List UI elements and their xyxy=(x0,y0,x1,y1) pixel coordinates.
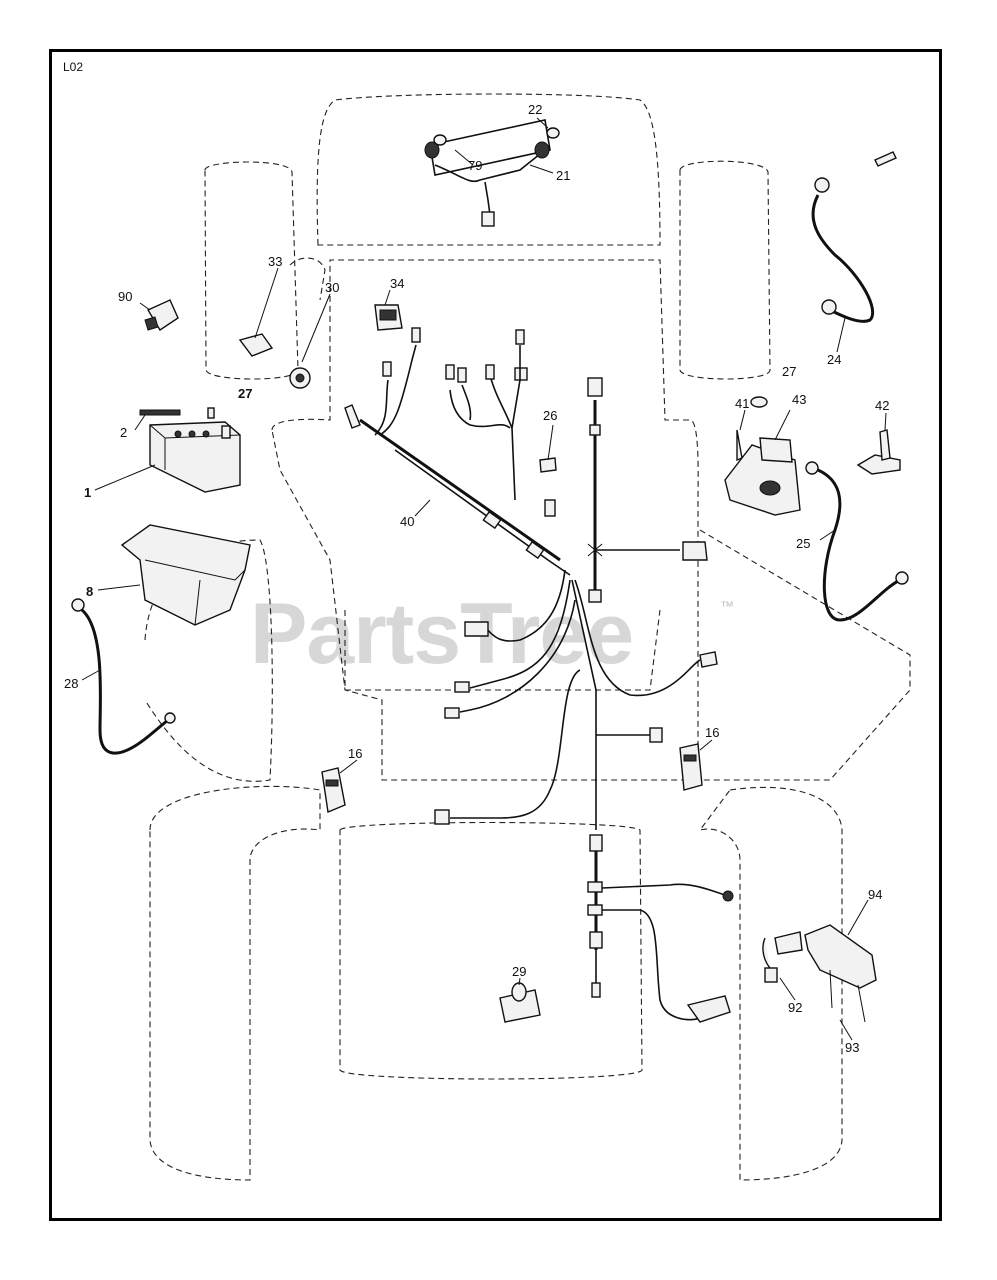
cable-25 xyxy=(805,461,909,622)
callout-90: 90 xyxy=(118,289,132,304)
vertical-harness xyxy=(587,377,708,603)
rear-fender-left xyxy=(149,785,321,1181)
diagram-frame xyxy=(49,49,942,1221)
battery-assembly xyxy=(139,407,241,493)
callout-42: 42 xyxy=(875,398,889,413)
seat-outline xyxy=(344,609,661,691)
callout-16-left: 16 xyxy=(348,746,362,761)
callout-1: 1 xyxy=(84,485,91,500)
solenoid-assembly xyxy=(724,396,901,516)
callout-43: 43 xyxy=(792,392,806,407)
page-code: L02 xyxy=(63,60,84,74)
callout-29: 29 xyxy=(512,964,526,979)
part-34-switch xyxy=(374,304,403,331)
callout-2: 2 xyxy=(120,425,127,440)
callout-22: 22 xyxy=(528,102,542,117)
callout-33: 33 xyxy=(268,254,282,269)
callout-21: 21 xyxy=(556,168,570,183)
frame-outline xyxy=(271,259,699,781)
parts-92-93-94 xyxy=(762,924,877,1023)
part-16-switches xyxy=(321,743,703,813)
watermark: PartsTree xyxy=(250,586,634,682)
rear-fender-right xyxy=(698,786,843,1181)
cable-28 xyxy=(71,598,176,755)
headlight-harness xyxy=(424,119,560,227)
callout-30: 30 xyxy=(325,280,339,295)
front-wheel-right xyxy=(679,160,771,380)
main-harness xyxy=(344,327,571,576)
part-90-switch xyxy=(144,299,179,331)
trademark: ™ xyxy=(720,598,734,614)
callout-labels: 22 79 21 33 30 34 90 27 2 1 8 28 26 40 2… xyxy=(64,102,889,1055)
hood-outline xyxy=(316,93,661,246)
right-panel-outline xyxy=(699,529,911,781)
deck-outline xyxy=(339,821,643,1080)
cable-24 xyxy=(811,151,897,323)
tractor-outline xyxy=(144,93,911,1181)
steering-column-outline xyxy=(289,257,326,301)
front-wheel-left xyxy=(204,161,299,380)
callout-79: 79 xyxy=(468,158,482,173)
callout-94: 94 xyxy=(868,887,882,902)
lower-wires xyxy=(434,569,718,830)
callout-28: 28 xyxy=(64,676,78,691)
callout-93: 93 xyxy=(845,1040,859,1055)
callout-41: 41 xyxy=(735,396,749,411)
callout-24: 24 xyxy=(827,352,841,367)
part-33-30 xyxy=(238,333,311,389)
rear-harness xyxy=(499,834,734,1023)
callout-25: 25 xyxy=(796,536,810,551)
callout-26: 26 xyxy=(543,408,557,423)
callout-16-right: 16 xyxy=(705,725,719,740)
leader-lines xyxy=(81,117,887,1041)
callout-34: 34 xyxy=(390,276,404,291)
callout-27-solenoid: 27 xyxy=(782,364,796,379)
callout-8: 8 xyxy=(86,584,93,599)
callout-92: 92 xyxy=(788,1000,802,1015)
callout-27-battery: 27 xyxy=(238,386,252,401)
battery-tray xyxy=(120,524,251,626)
callout-40: 40 xyxy=(400,514,414,529)
